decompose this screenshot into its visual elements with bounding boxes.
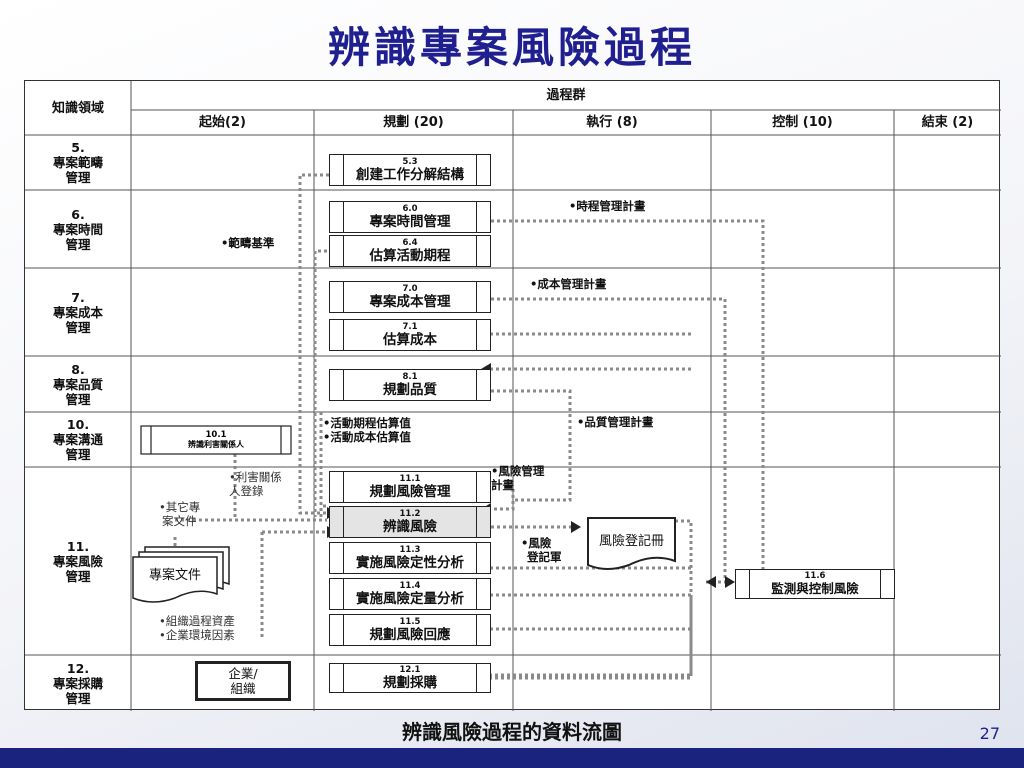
label-cost-plan: •成本管理計畫: [530, 277, 607, 291]
row-communication: 10.專案溝通 管理: [52, 417, 103, 462]
label-quality-plan: •品質管理計畫: [577, 415, 654, 429]
page-number: 27: [979, 724, 1000, 743]
row-scope: 5.專案範疇 管理: [52, 140, 103, 185]
label-schedule-plan: •時程管理計畫: [569, 199, 646, 213]
grid-and-flow-lines: [25, 81, 1001, 711]
label-org-assets-2: •企業環境因素: [159, 628, 235, 642]
row-cost: 7.專案成本 管理: [52, 289, 103, 335]
process-diagram: 知識領域 過程群 起始(2) 規劃 (20) 執行 (8) 控制 (10) 結束…: [24, 80, 1001, 711]
label-stakeholder-1: •利害關係: [229, 470, 282, 484]
col-executing: 執行 (8): [586, 115, 638, 130]
col-closing: 結束 (2): [921, 115, 974, 130]
label-risk-plan-1: •風險管理: [491, 464, 545, 478]
row-time: 6.專案時間 管理: [52, 206, 103, 252]
enterprise-organization: 企業/ 組織: [195, 661, 291, 701]
row-procurement: 12.專案採購 管理: [52, 660, 103, 706]
label-other-docs-2: 案文件: [162, 514, 197, 528]
process-10-1: 10.1 辨識利害關係人: [188, 429, 244, 449]
col-initiating: 起始(2): [199, 115, 246, 130]
col-planning: 規劃 (20): [383, 115, 444, 130]
label-stakeholder-2: 人登錄: [229, 484, 264, 498]
label-risk-plan-2: 計畫: [491, 478, 514, 492]
diagram-caption: 辨識風險過程的資料流圖: [402, 720, 622, 744]
label-scope-baseline: •範疇基準: [221, 236, 275, 250]
page-title: 辨識專案風險過程: [327, 23, 696, 72]
label-org-assets-1: •組織過程資產: [159, 614, 235, 628]
label-estimates-1: •活動期程估算值: [323, 416, 411, 430]
label-risk-register-2: 登記軍: [527, 550, 562, 564]
row-risk: 11.專案風險 管理: [52, 538, 103, 584]
corner-knowledge-area: 知識領域: [51, 100, 104, 116]
process-group-header: 過程群: [546, 88, 586, 103]
label-risk-register-1: •風險: [521, 536, 552, 550]
label-other-docs-1: •其它專: [159, 500, 201, 514]
bottom-bar: [0, 748, 1024, 768]
label-estimates-2: •活動成本估算值: [323, 430, 411, 444]
project-documents: 專案文件: [148, 568, 201, 583]
risk-register-document: 風險登記冊: [598, 534, 664, 549]
col-controlling: 控制 (10): [772, 115, 833, 130]
row-quality: 8.專案品質 管理: [52, 361, 103, 407]
